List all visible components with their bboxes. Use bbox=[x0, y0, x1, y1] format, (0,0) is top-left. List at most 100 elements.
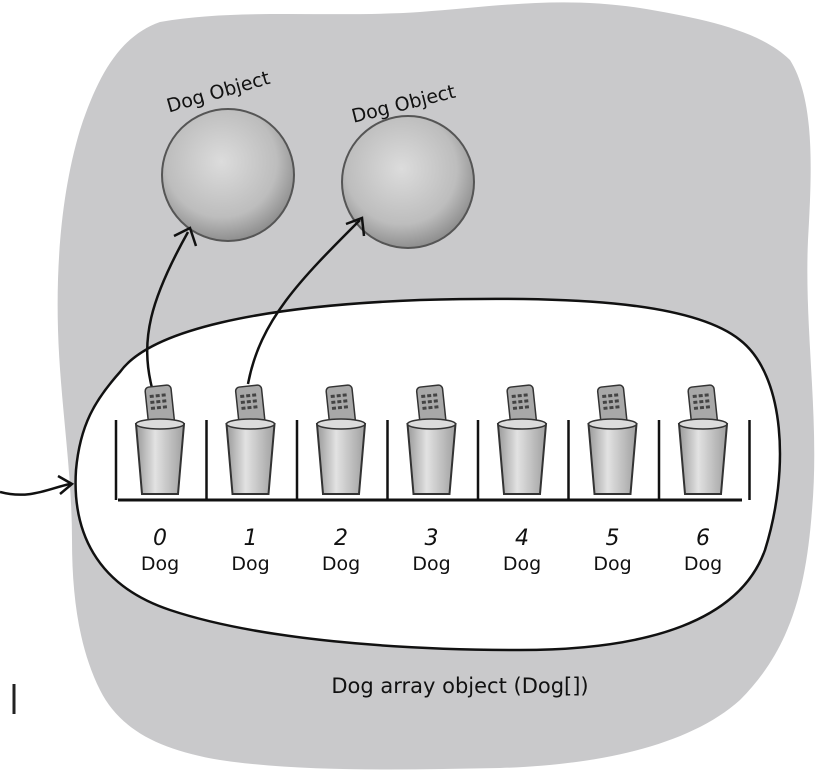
remote-button bbox=[422, 406, 427, 410]
slot-cup bbox=[134, 423, 186, 495]
remote-button bbox=[518, 399, 523, 404]
remote-button bbox=[614, 399, 619, 403]
remote-button bbox=[427, 393, 432, 398]
remote-button bbox=[517, 393, 522, 398]
slot-type-label: Dog bbox=[322, 553, 360, 575]
remote-button bbox=[524, 405, 530, 409]
slot-cup bbox=[496, 423, 548, 495]
slot-cup-rim bbox=[678, 418, 728, 430]
reference-arrow-slot-1 bbox=[246, 219, 361, 385]
remote-button bbox=[602, 400, 608, 404]
remote-button bbox=[240, 394, 245, 399]
reference-arrowhead-slot-1 bbox=[345, 216, 366, 237]
slot-cup bbox=[677, 423, 729, 495]
remote-button bbox=[343, 399, 348, 403]
remote-button bbox=[156, 399, 161, 404]
reference-arrowhead-slot-0 bbox=[173, 226, 198, 247]
remote-button bbox=[614, 393, 619, 397]
remote-button bbox=[156, 405, 162, 410]
remote-button bbox=[330, 394, 335, 399]
slot-type-label: Dog bbox=[231, 553, 269, 575]
slot-cup-rim bbox=[316, 418, 366, 430]
slot-cup-rim bbox=[225, 418, 276, 430]
slot-cup bbox=[225, 423, 276, 495]
remote-button bbox=[421, 394, 426, 399]
remote-button bbox=[247, 405, 252, 410]
remote-button bbox=[705, 405, 711, 409]
reference-arrow-slot-0 bbox=[146, 231, 190, 389]
reference-arrow bbox=[0, 482, 71, 496]
remote-button bbox=[336, 393, 341, 398]
remote-button bbox=[608, 399, 613, 404]
remote-button bbox=[252, 393, 257, 397]
remote-button bbox=[608, 393, 613, 398]
slot-type-label: Dog bbox=[684, 553, 722, 575]
remote-button bbox=[342, 393, 347, 397]
slot-index: 3 bbox=[425, 526, 439, 551]
remote-button bbox=[518, 405, 524, 410]
remote-button bbox=[603, 406, 608, 410]
slot-cup-rim bbox=[587, 418, 638, 430]
slot-cup-rim bbox=[135, 418, 185, 430]
remote-button bbox=[602, 394, 607, 399]
slot-type-label: Dog bbox=[412, 553, 450, 575]
remote-button bbox=[149, 394, 154, 399]
remote-button bbox=[524, 399, 529, 403]
remote-button bbox=[240, 400, 246, 404]
remote-button bbox=[331, 406, 337, 410]
remote-button bbox=[150, 400, 155, 404]
remote-button bbox=[337, 405, 343, 410]
remote-button bbox=[523, 393, 528, 397]
remote-button bbox=[692, 394, 697, 399]
slot-type-label: Dog bbox=[593, 553, 631, 575]
slot-cup bbox=[406, 423, 457, 495]
remote-button bbox=[162, 405, 168, 409]
remote-button bbox=[434, 405, 439, 409]
dog-object-sphere bbox=[341, 115, 475, 249]
remote-button bbox=[512, 400, 517, 404]
remote-button bbox=[161, 393, 166, 397]
remote-button bbox=[693, 400, 698, 404]
slot-index: 1 bbox=[244, 526, 258, 551]
slot-index: 6 bbox=[696, 526, 710, 551]
remote-button bbox=[246, 399, 251, 404]
dog-object-sphere bbox=[161, 108, 295, 242]
remote-button bbox=[155, 393, 160, 398]
remote-button bbox=[609, 405, 614, 410]
slot-index: 0 bbox=[153, 526, 167, 551]
remote-button bbox=[699, 405, 705, 410]
remote-button bbox=[343, 405, 349, 409]
remote-button bbox=[512, 406, 518, 410]
remote-button bbox=[162, 399, 167, 403]
slot-type-label: Dog bbox=[141, 553, 179, 575]
remote-button bbox=[704, 393, 709, 397]
remote-button bbox=[693, 406, 699, 410]
slot-index: 4 bbox=[515, 526, 529, 551]
remote-button bbox=[337, 399, 342, 404]
remote-button bbox=[433, 393, 438, 397]
slot-index: 2 bbox=[334, 526, 348, 551]
remote-button bbox=[433, 399, 438, 403]
slot-type-label: Dog bbox=[503, 553, 541, 575]
remote-button bbox=[331, 400, 336, 404]
slot-cup bbox=[587, 423, 638, 495]
array-caption: Dog array object (Dog[]) bbox=[331, 674, 588, 698]
slot-cup-rim bbox=[497, 418, 547, 430]
slot-cup bbox=[315, 423, 367, 495]
remote-button bbox=[698, 393, 703, 398]
remote-button bbox=[705, 399, 710, 403]
remote-button bbox=[511, 394, 516, 399]
remote-button bbox=[421, 400, 427, 404]
reference-arrowhead bbox=[57, 474, 75, 495]
remote-button bbox=[615, 405, 620, 409]
remote-button bbox=[246, 393, 251, 398]
remote-button bbox=[252, 399, 257, 403]
